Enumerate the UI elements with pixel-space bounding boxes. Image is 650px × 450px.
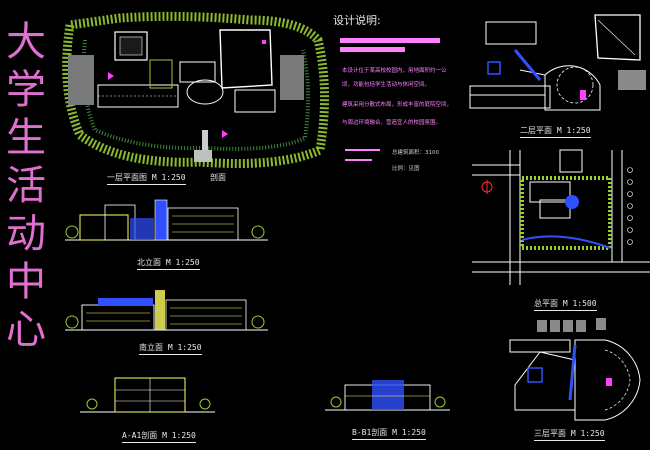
label-plan-1f: 一层平面图 M 1:250 xyxy=(107,172,186,185)
title-char: 活 xyxy=(6,163,46,209)
label-section-bb: B-B1剖面 M 1:250 xyxy=(352,427,426,440)
note-line: 顷，功能包括学生活动与休闲空间。 xyxy=(342,82,431,88)
label-section-aa: A-A1剖面 M 1:250 xyxy=(122,430,196,443)
label-north-elevation: 北立面 M 1:250 xyxy=(137,257,200,270)
area-note: 总建筑面积：3100 xyxy=(392,150,439,156)
title-char: 心 xyxy=(6,307,46,353)
project-title: 大 学 生 活 动 中 心 xyxy=(4,18,48,354)
north-elevation xyxy=(65,199,268,241)
design-notes-graphic xyxy=(340,38,440,161)
note-line: 建筑采用分散式布局，形成丰富的庭院空间， xyxy=(342,102,453,108)
note-line: 与周边环境融合，营造宜人的校园氛围。 xyxy=(342,120,442,126)
design-notes-heading: 设计说明: xyxy=(333,14,381,27)
third-floor-plan xyxy=(509,318,641,421)
title-char: 中 xyxy=(6,259,46,305)
section-aa xyxy=(80,377,215,413)
title-char: 动 xyxy=(6,211,46,257)
label-site-plan: 总平面 M 1:500 xyxy=(534,298,597,311)
title-char: 大 xyxy=(6,19,46,65)
label-plan-1f-extra: 剖面 xyxy=(210,173,226,182)
south-elevation xyxy=(65,290,268,331)
scale-note: 比例：见图 xyxy=(392,166,420,172)
ground-floor-plan xyxy=(62,11,330,168)
label-south-elevation: 南立面 M 1:250 xyxy=(139,342,202,355)
title-char: 生 xyxy=(6,115,46,161)
site-plan xyxy=(472,149,650,285)
section-bb xyxy=(325,380,450,411)
label-plan-2f: 二层平面 M 1:250 xyxy=(520,125,591,138)
note-line: 本设计位于某高校校园内，用地面积约一公 xyxy=(342,68,447,74)
label-plan-3f: 三层平面 M 1:250 xyxy=(534,428,605,441)
second-floor-plan xyxy=(469,14,646,111)
title-char: 学 xyxy=(6,67,46,113)
